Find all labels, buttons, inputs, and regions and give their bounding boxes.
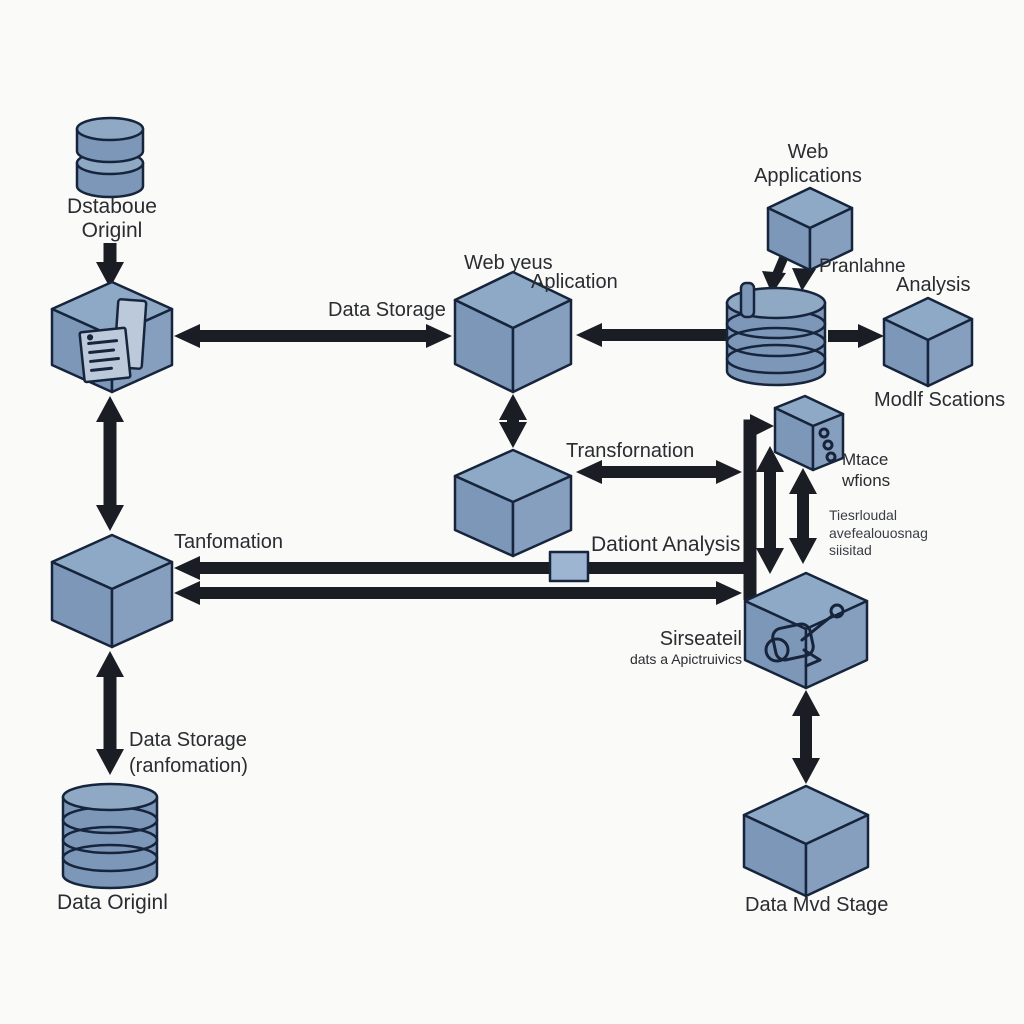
- database-bottom-icon: [61, 782, 159, 890]
- label-data-mvd-stage: Data Mvd Stage: [745, 894, 889, 916]
- processing-cube: [743, 571, 869, 690]
- label-database-origin-top: Dstaboue Originl: [67, 195, 157, 243]
- arrow-webapp-transform-vertical: [499, 394, 527, 448]
- label-mtace-wfions: Mtace wfions: [842, 450, 891, 491]
- label-data-storage-bottom: Data Storage (ranfomation): [129, 729, 248, 777]
- label-note-text: Tiesrloudal avefealouosnag siisitad: [829, 507, 928, 558]
- line-connector-node: [548, 550, 590, 583]
- label-dationt-analysis: Dationt Analysis: [591, 533, 741, 556]
- arrow-ingest-transform-vertical: [96, 396, 124, 531]
- arrow-slab-to-processing: [789, 468, 817, 564]
- label-web-app-line2: Aplication: [531, 271, 618, 293]
- database-top-icon: [75, 116, 145, 199]
- arrow-data-storage-horizontal: [174, 324, 452, 348]
- web-applications-cube: [766, 186, 854, 272]
- ingest-cube: [50, 280, 174, 394]
- label-web-applications: Web Applications: [754, 141, 862, 187]
- label-tanfomation: Tanfomation: [174, 531, 283, 553]
- elbow-line-to-slab: [743, 414, 774, 600]
- db-handle-nub: [739, 281, 756, 319]
- label-web-app-line1: Web yeus: [464, 252, 553, 274]
- document-icon: [78, 298, 148, 384]
- arrow-dbright-to-webapp: [576, 323, 727, 347]
- server-slab-icon: [773, 394, 845, 472]
- analysis-cube: [882, 296, 974, 388]
- arrow-junction-to-processing: [756, 446, 784, 574]
- data-stage-cube: [742, 784, 870, 898]
- arrow-dbtop-to-ingest: [96, 243, 124, 288]
- label-analysis: Analysis: [896, 274, 971, 296]
- arrow-lower-double-line: [174, 581, 742, 605]
- arrow-processing-to-stage: [792, 690, 820, 784]
- robot-arm-icon: [764, 603, 845, 668]
- label-data-storage-top: Data Storage: [328, 299, 446, 321]
- transform-cube: [50, 533, 174, 649]
- label-pranlahne: Pranlahne: [819, 256, 906, 277]
- database-right-icon: [725, 281, 827, 387]
- arrow-dbright-to-analysis: [828, 324, 884, 348]
- label-modlf-scations: Modlf Scations: [874, 389, 1006, 411]
- arrow-transformation-horizontal: [576, 460, 742, 484]
- label-data-originl: Data Originl: [57, 891, 168, 914]
- web-application-cube: [453, 270, 573, 394]
- label-transformation: Transfornation: [566, 440, 695, 462]
- label-sirseateil: Sirseateil dats a Apictruivics: [629, 628, 742, 667]
- transformation-cube: [453, 448, 573, 558]
- arrow-dationt-analysis-line: [174, 556, 750, 580]
- arrow-transform-to-dbbottom: [96, 651, 124, 775]
